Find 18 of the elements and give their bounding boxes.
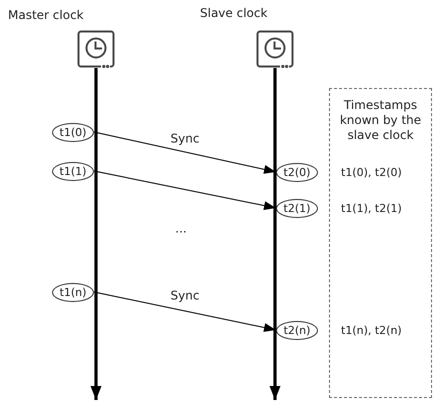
timestamp-oval: t1(0) xyxy=(52,122,94,142)
panel-heading: Timestamps known by the slave clock xyxy=(338,98,422,143)
edge-label: Sync xyxy=(170,288,200,304)
edge-label: Sync xyxy=(170,132,200,146)
timestamp-oval: t1(1) xyxy=(52,162,94,180)
clock-label: Master clock xyxy=(8,8,84,23)
ellipsis-label: ... xyxy=(175,222,187,236)
timestamp-oval: t2(0) xyxy=(276,162,318,182)
clock-label: Slave clock xyxy=(200,6,268,21)
timestamps-panel xyxy=(329,88,432,398)
timestamp-pair: t1(n), t2(n) xyxy=(341,324,402,338)
timestamp-pair: t1(1), t2(1) xyxy=(341,202,402,216)
timestamp-oval: t2(n) xyxy=(276,320,318,340)
timeline-arrow xyxy=(270,68,280,400)
timestamp-oval: t1(n) xyxy=(52,282,94,302)
timestamp-oval: t2(1) xyxy=(276,198,318,218)
timestamp-pair: t1(0), t2(0) xyxy=(341,166,402,180)
timeline-arrow xyxy=(90,68,102,400)
